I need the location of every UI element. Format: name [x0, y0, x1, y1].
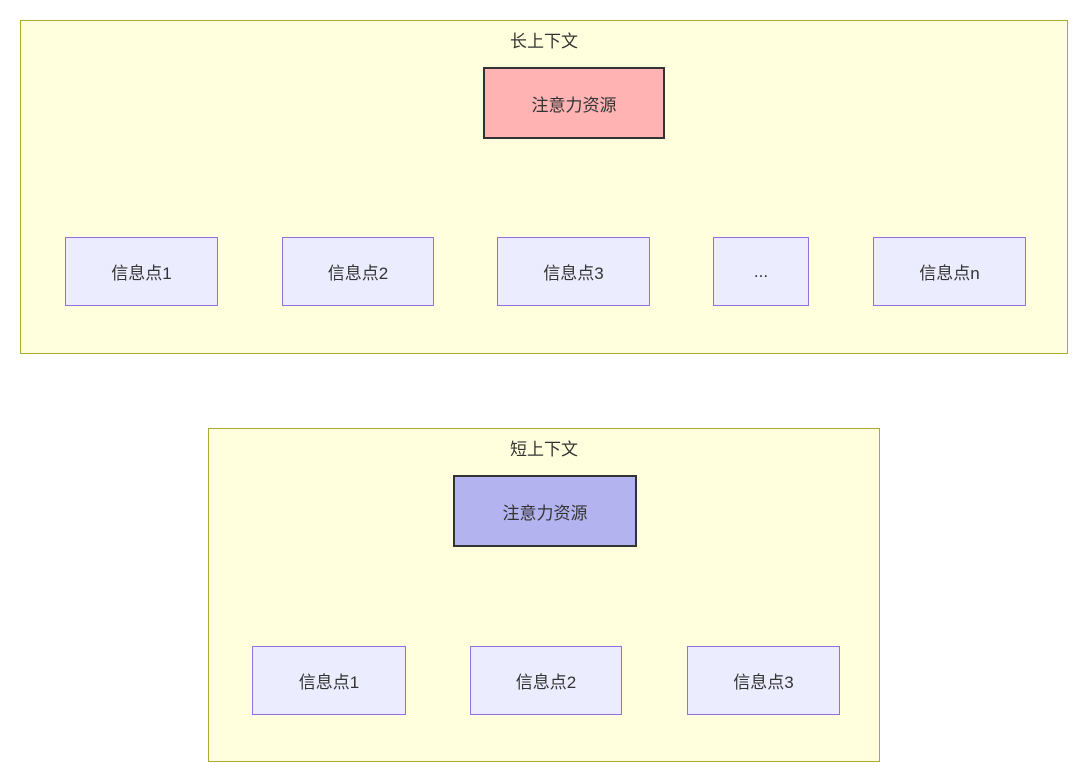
node-short-info-1-label: 信息点1 [298, 673, 360, 692]
node-long-info-ellipsis-label: ... [753, 261, 769, 281]
node-short-attention-resource: 注意力资源 [453, 475, 637, 547]
node-long-attention-resource-label: 注意力资源 [531, 95, 617, 115]
subgraph-short-context-title: 短上下文 [510, 440, 578, 459]
node-long-info-2-label: 信息点2 [327, 264, 389, 283]
node-short-attention-resource-label: 注意力资源 [502, 503, 588, 523]
node-long-info-n-label: 信息点n [919, 264, 980, 283]
node-long-info-3-label: 信息点3 [543, 264, 604, 283]
node-short-info-3-label: 信息点3 [733, 673, 794, 692]
node-long-info-1: 信息点1 [65, 237, 218, 306]
node-long-info-3: 信息点3 [497, 237, 650, 306]
node-long-info-ellipsis: ... [713, 237, 809, 306]
node-long-info-1-label: 信息点1 [111, 264, 172, 283]
node-long-attention-resource: 注意力资源 [483, 67, 665, 139]
node-short-info-2: 信息点2 [470, 646, 622, 715]
subgraph-long-context-title: 长上下文 [510, 32, 578, 51]
node-short-info-3: 信息点3 [687, 646, 840, 715]
node-long-info-2: 信息点2 [282, 237, 434, 306]
node-short-info-1: 信息点1 [252, 646, 406, 715]
node-long-info-n: 信息点n [873, 237, 1026, 306]
node-short-info-2-label: 信息点2 [515, 673, 577, 692]
